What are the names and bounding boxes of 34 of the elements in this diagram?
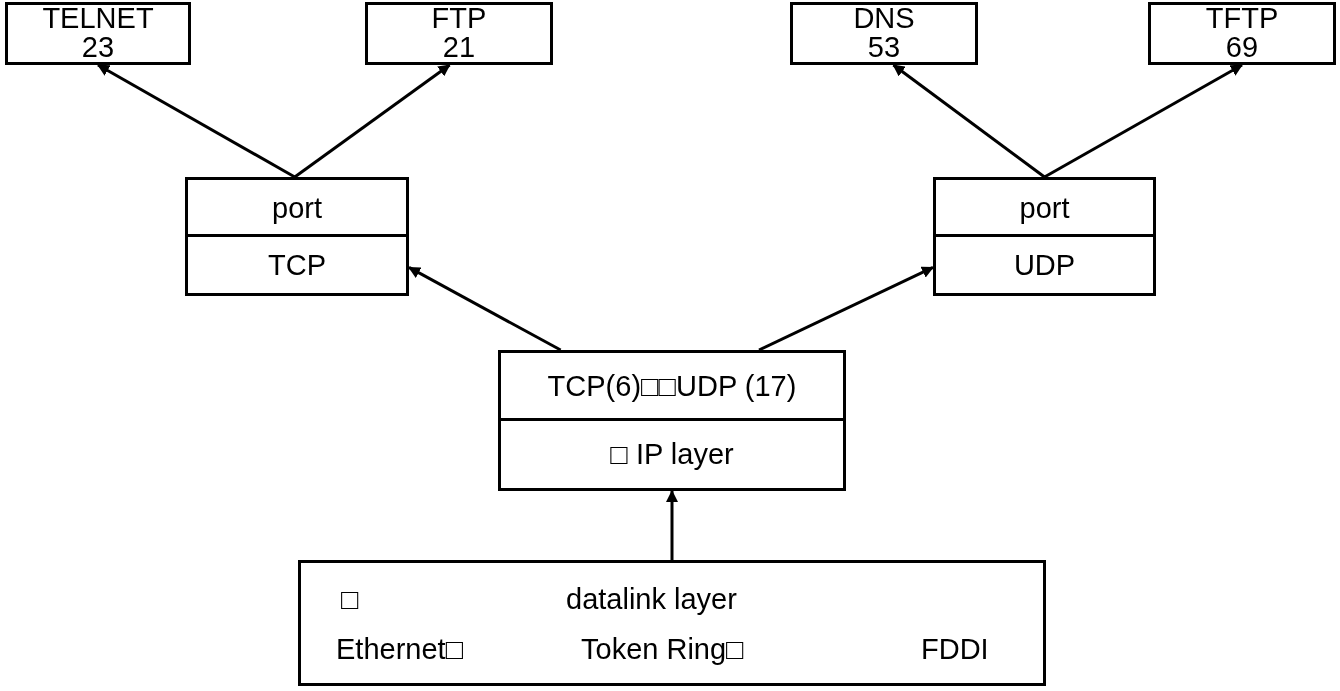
layer-box (298, 560, 1046, 686)
arrow (758, 266, 934, 352)
layer-compartment: port (936, 180, 1153, 237)
arrow (892, 63, 1046, 179)
layer-label: Ethernet□ (336, 633, 464, 665)
layer-compartment: UDP (1012, 247, 1077, 283)
arrow (1043, 63, 1243, 179)
layer-compartment: TCP (267, 247, 327, 283)
protocol-box (365, 2, 553, 65)
protocol-name: TELNET (41, 2, 155, 34)
layer-label: FDDI (921, 633, 989, 665)
arrow (666, 490, 678, 560)
arrow (293, 63, 451, 179)
layer-label: □ (341, 583, 359, 615)
layer-compartment: TCP(6)□□UDP (17) (501, 353, 843, 421)
protocol-name: FTP (430, 2, 488, 34)
protocol-box (1148, 2, 1336, 65)
arrow (97, 63, 296, 179)
layer-title: datalink layer (566, 583, 737, 615)
protocol-stack-box (185, 177, 409, 296)
protocol-stack-box (498, 350, 846, 491)
layer-label: Token Ring□ (581, 633, 744, 665)
layer-compartment: port (188, 180, 406, 237)
protocol-name: TFTP (1204, 2, 1280, 34)
port-number: 21 (441, 31, 477, 63)
protocol-stack-box (933, 177, 1156, 296)
layer-compartment: □ IP layer (609, 436, 735, 472)
protocol-box (790, 2, 978, 65)
arrow (408, 266, 562, 352)
protocol-name: DNS (852, 2, 916, 34)
port-number: 23 (80, 31, 116, 63)
protocol-box (5, 2, 191, 65)
port-number: 53 (866, 31, 902, 63)
port-number: 69 (1224, 31, 1260, 63)
